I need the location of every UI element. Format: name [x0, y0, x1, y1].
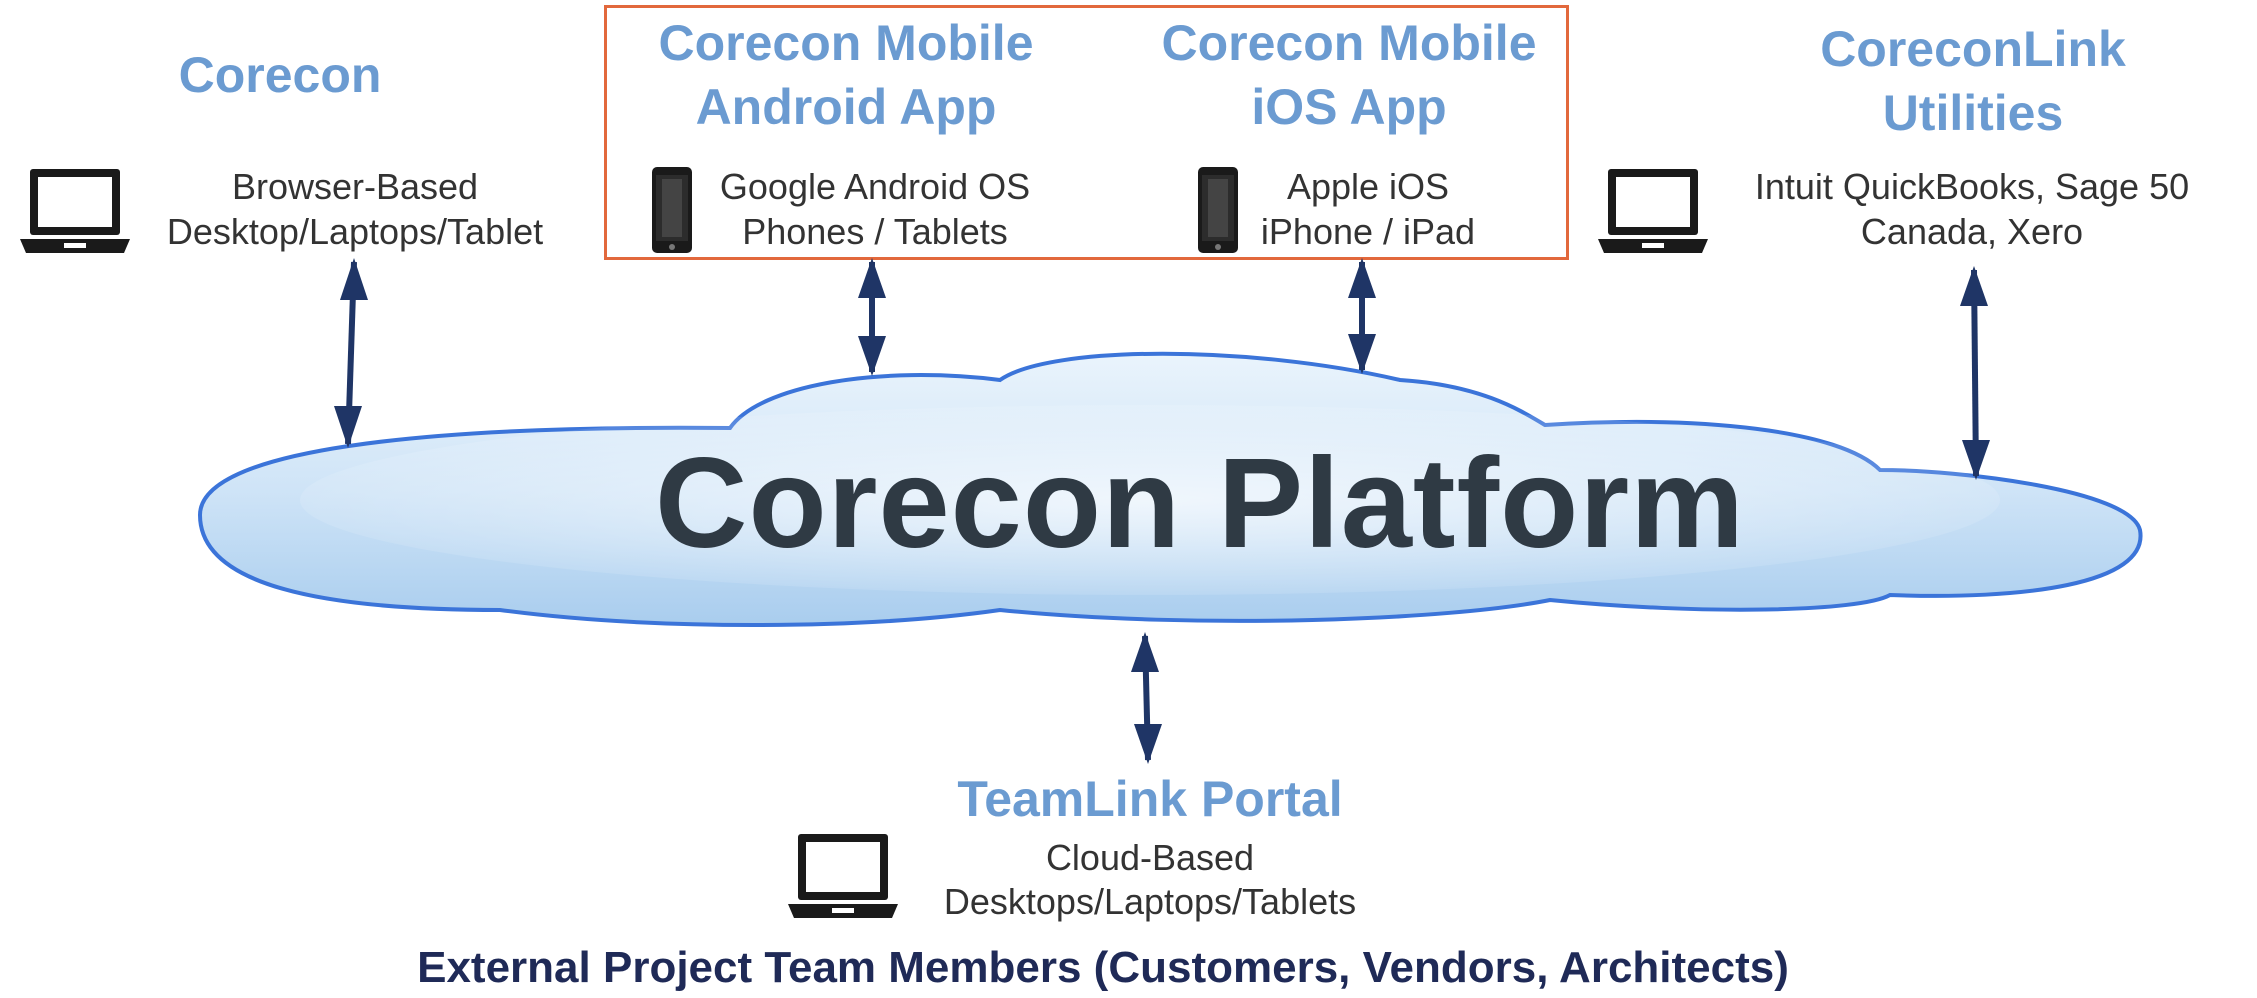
corecon-desc-line1: Browser-Based	[231, 166, 479, 207]
phone-icon	[652, 167, 692, 253]
platform-title: Corecon Platform	[655, 432, 1745, 575]
footer-title: External Project Team Members (Customers…	[417, 943, 1789, 992]
teamlink-desc-line1: Cloud-Based	[1045, 837, 1255, 878]
android-desc-line2: Phones / Tablets	[742, 211, 1008, 252]
laptop-icon	[20, 169, 130, 253]
coreconlink-title-line2: Utilities	[1882, 85, 2064, 141]
arrow-ios	[1348, 258, 1376, 374]
android-desc-line1: Google Android OS	[719, 166, 1031, 207]
coreconlink-title-line1: CoreconLink	[1820, 21, 2126, 77]
mobile-apps-box	[604, 5, 1569, 260]
corecon-title: Corecon	[178, 47, 382, 103]
corecon-desc-line2: Desktop/Laptops/Tablet	[166, 211, 544, 252]
ios-desc-line1: Apple iOS	[1286, 166, 1450, 207]
coreconlink-desc-line1: Intuit QuickBooks, Sage 50	[1754, 166, 2190, 207]
android-title-line1: Corecon Mobile	[658, 15, 1034, 71]
laptop-icon	[1598, 169, 1708, 253]
ios-title-line1: Corecon Mobile	[1161, 15, 1537, 71]
coreconlink-desc-line2: Canada, Xero	[1860, 211, 2084, 252]
arrow-corecon	[334, 258, 368, 448]
ios-desc-line2: iPhone / iPad	[1260, 211, 1476, 252]
phone-icon	[1198, 167, 1238, 253]
teamlink-desc-line2: Desktops/Laptops/Tablets	[943, 881, 1357, 922]
arrow-teamlink	[1131, 632, 1162, 764]
laptop-icon	[788, 834, 898, 918]
android-title-line2: Android App	[695, 79, 997, 135]
arrow-coreconlink	[1960, 266, 1990, 480]
ios-title-line2: iOS App	[1251, 79, 1447, 135]
cloud-body	[197, 351, 2143, 627]
arrow-android	[858, 258, 886, 376]
teamlink-title: TeamLink Portal	[957, 771, 1343, 827]
